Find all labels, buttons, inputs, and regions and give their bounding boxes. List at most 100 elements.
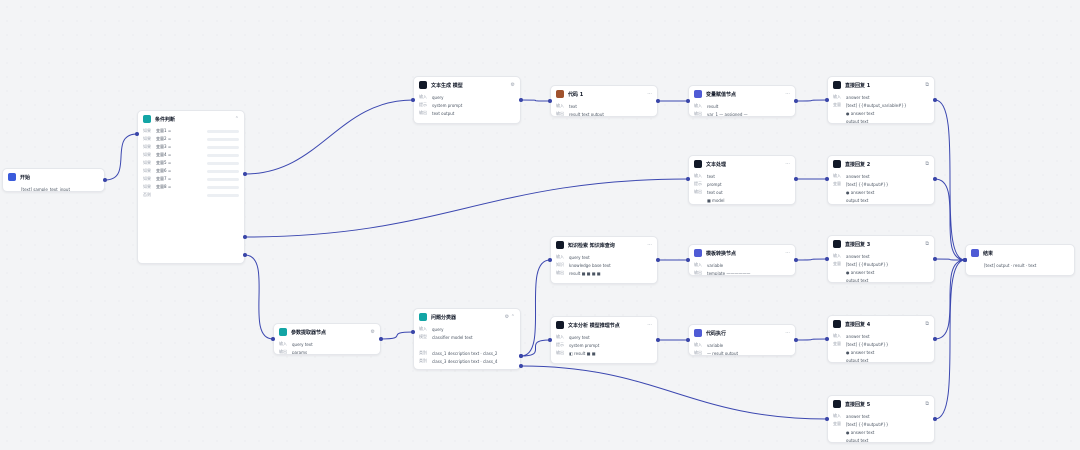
output-port[interactable] bbox=[794, 258, 798, 262]
workflow-node[interactable]: 条件判断⌃如果变量1 = 如果变量2 = 如果变量3 = 如果变量4 = 如果变… bbox=[137, 110, 245, 264]
input-port[interactable] bbox=[825, 337, 829, 341]
condition-value-box[interactable] bbox=[207, 177, 239, 181]
output-port[interactable] bbox=[243, 172, 247, 176]
edge-connector[interactable] bbox=[934, 178, 966, 261]
input-port[interactable] bbox=[825, 177, 829, 181]
edge-connector[interactable] bbox=[795, 99, 828, 102]
input-port[interactable] bbox=[963, 258, 967, 262]
edge-connector[interactable] bbox=[520, 365, 828, 420]
output-port[interactable] bbox=[933, 177, 937, 181]
edge-connector[interactable] bbox=[795, 338, 828, 341]
output-port[interactable] bbox=[933, 417, 937, 421]
output-port[interactable] bbox=[794, 177, 798, 181]
node-menu-button[interactable]: ⌃ bbox=[234, 116, 239, 122]
input-port[interactable] bbox=[135, 132, 139, 136]
node-menu-button[interactable]: ··· bbox=[785, 250, 790, 256]
input-port[interactable] bbox=[271, 337, 275, 341]
node-menu-button[interactable]: ⚙ bbox=[370, 329, 375, 335]
node-menu-button[interactable]: ··· bbox=[785, 330, 790, 336]
edge-connector[interactable] bbox=[934, 99, 966, 261]
edge-connector[interactable] bbox=[520, 259, 551, 357]
input-port[interactable] bbox=[411, 98, 415, 102]
output-port[interactable] bbox=[656, 99, 660, 103]
node-menu-button[interactable]: ⚙ ⌃ bbox=[504, 314, 515, 320]
input-port[interactable] bbox=[686, 99, 690, 103]
condition-value-box[interactable] bbox=[207, 185, 239, 189]
node-menu-button[interactable]: ··· bbox=[785, 91, 790, 97]
condition-value-box[interactable] bbox=[207, 145, 239, 149]
node-menu-button[interactable]: ⚙ bbox=[510, 82, 515, 88]
node-menu-button[interactable]: ⧉ bbox=[925, 161, 929, 167]
input-port[interactable] bbox=[548, 99, 552, 103]
output-port[interactable] bbox=[103, 178, 107, 182]
node-menu-button[interactable]: ⧉ bbox=[925, 241, 929, 247]
node-menu-button[interactable]: ··· bbox=[647, 242, 652, 248]
output-port[interactable] bbox=[243, 235, 247, 239]
condition-value-box[interactable] bbox=[207, 153, 239, 157]
edge-connector[interactable] bbox=[520, 339, 551, 357]
output-port[interactable] bbox=[794, 338, 798, 342]
output-port[interactable] bbox=[656, 338, 660, 342]
output-port[interactable] bbox=[656, 258, 660, 262]
edge-connector[interactable] bbox=[934, 259, 966, 340]
input-port[interactable] bbox=[825, 417, 829, 421]
edge-connector[interactable] bbox=[934, 258, 966, 261]
node-menu-button[interactable]: ··· bbox=[647, 322, 652, 328]
input-port[interactable] bbox=[686, 177, 690, 181]
edge-connector[interactable] bbox=[380, 331, 414, 340]
input-port[interactable] bbox=[825, 98, 829, 102]
node-menu-button[interactable]: ⧉ bbox=[925, 321, 929, 327]
input-port[interactable] bbox=[548, 338, 552, 342]
output-port[interactable] bbox=[933, 337, 937, 341]
node-menu-button[interactable]: ⧉ bbox=[925, 82, 929, 88]
input-port[interactable] bbox=[686, 258, 690, 262]
output-port[interactable] bbox=[243, 253, 247, 257]
node-menu-button[interactable]: ··· bbox=[785, 161, 790, 167]
output-port[interactable] bbox=[519, 98, 523, 102]
output-port[interactable] bbox=[379, 337, 383, 341]
input-port[interactable] bbox=[411, 330, 415, 334]
workflow-node[interactable]: 开始[text] sample_text_input bbox=[2, 168, 105, 192]
edge-connector[interactable] bbox=[244, 99, 414, 175]
node-body: 如果变量1 = 如果变量2 = 如果变量3 = 如果变量4 = 如果变量5 = … bbox=[138, 127, 244, 202]
edge-connector[interactable] bbox=[934, 259, 966, 420]
output-port[interactable] bbox=[519, 364, 523, 368]
condition-value-box[interactable] bbox=[207, 129, 239, 133]
condition-value-box[interactable] bbox=[207, 169, 239, 173]
edge-connector[interactable] bbox=[795, 258, 828, 261]
edge-connector[interactable] bbox=[244, 178, 689, 238]
edge-connector[interactable] bbox=[104, 133, 138, 181]
input-port[interactable] bbox=[548, 258, 552, 262]
output-port[interactable] bbox=[794, 99, 798, 103]
edge-connector[interactable] bbox=[244, 254, 274, 340]
output-port[interactable] bbox=[933, 98, 937, 102]
condition-value-box[interactable] bbox=[207, 193, 239, 197]
output-port[interactable] bbox=[933, 257, 937, 261]
node-menu-button[interactable]: ··· bbox=[647, 91, 652, 97]
input-port[interactable] bbox=[686, 338, 690, 342]
input-port[interactable] bbox=[825, 257, 829, 261]
node-menu-button[interactable]: ⧉ bbox=[925, 401, 929, 407]
condition-value-box[interactable] bbox=[207, 137, 239, 141]
workflow-node[interactable]: 结束[text] output · result · text bbox=[965, 244, 1075, 276]
condition-value-box[interactable] bbox=[207, 161, 239, 165]
edge-connector[interactable] bbox=[520, 99, 551, 102]
output-port[interactable] bbox=[519, 354, 523, 358]
